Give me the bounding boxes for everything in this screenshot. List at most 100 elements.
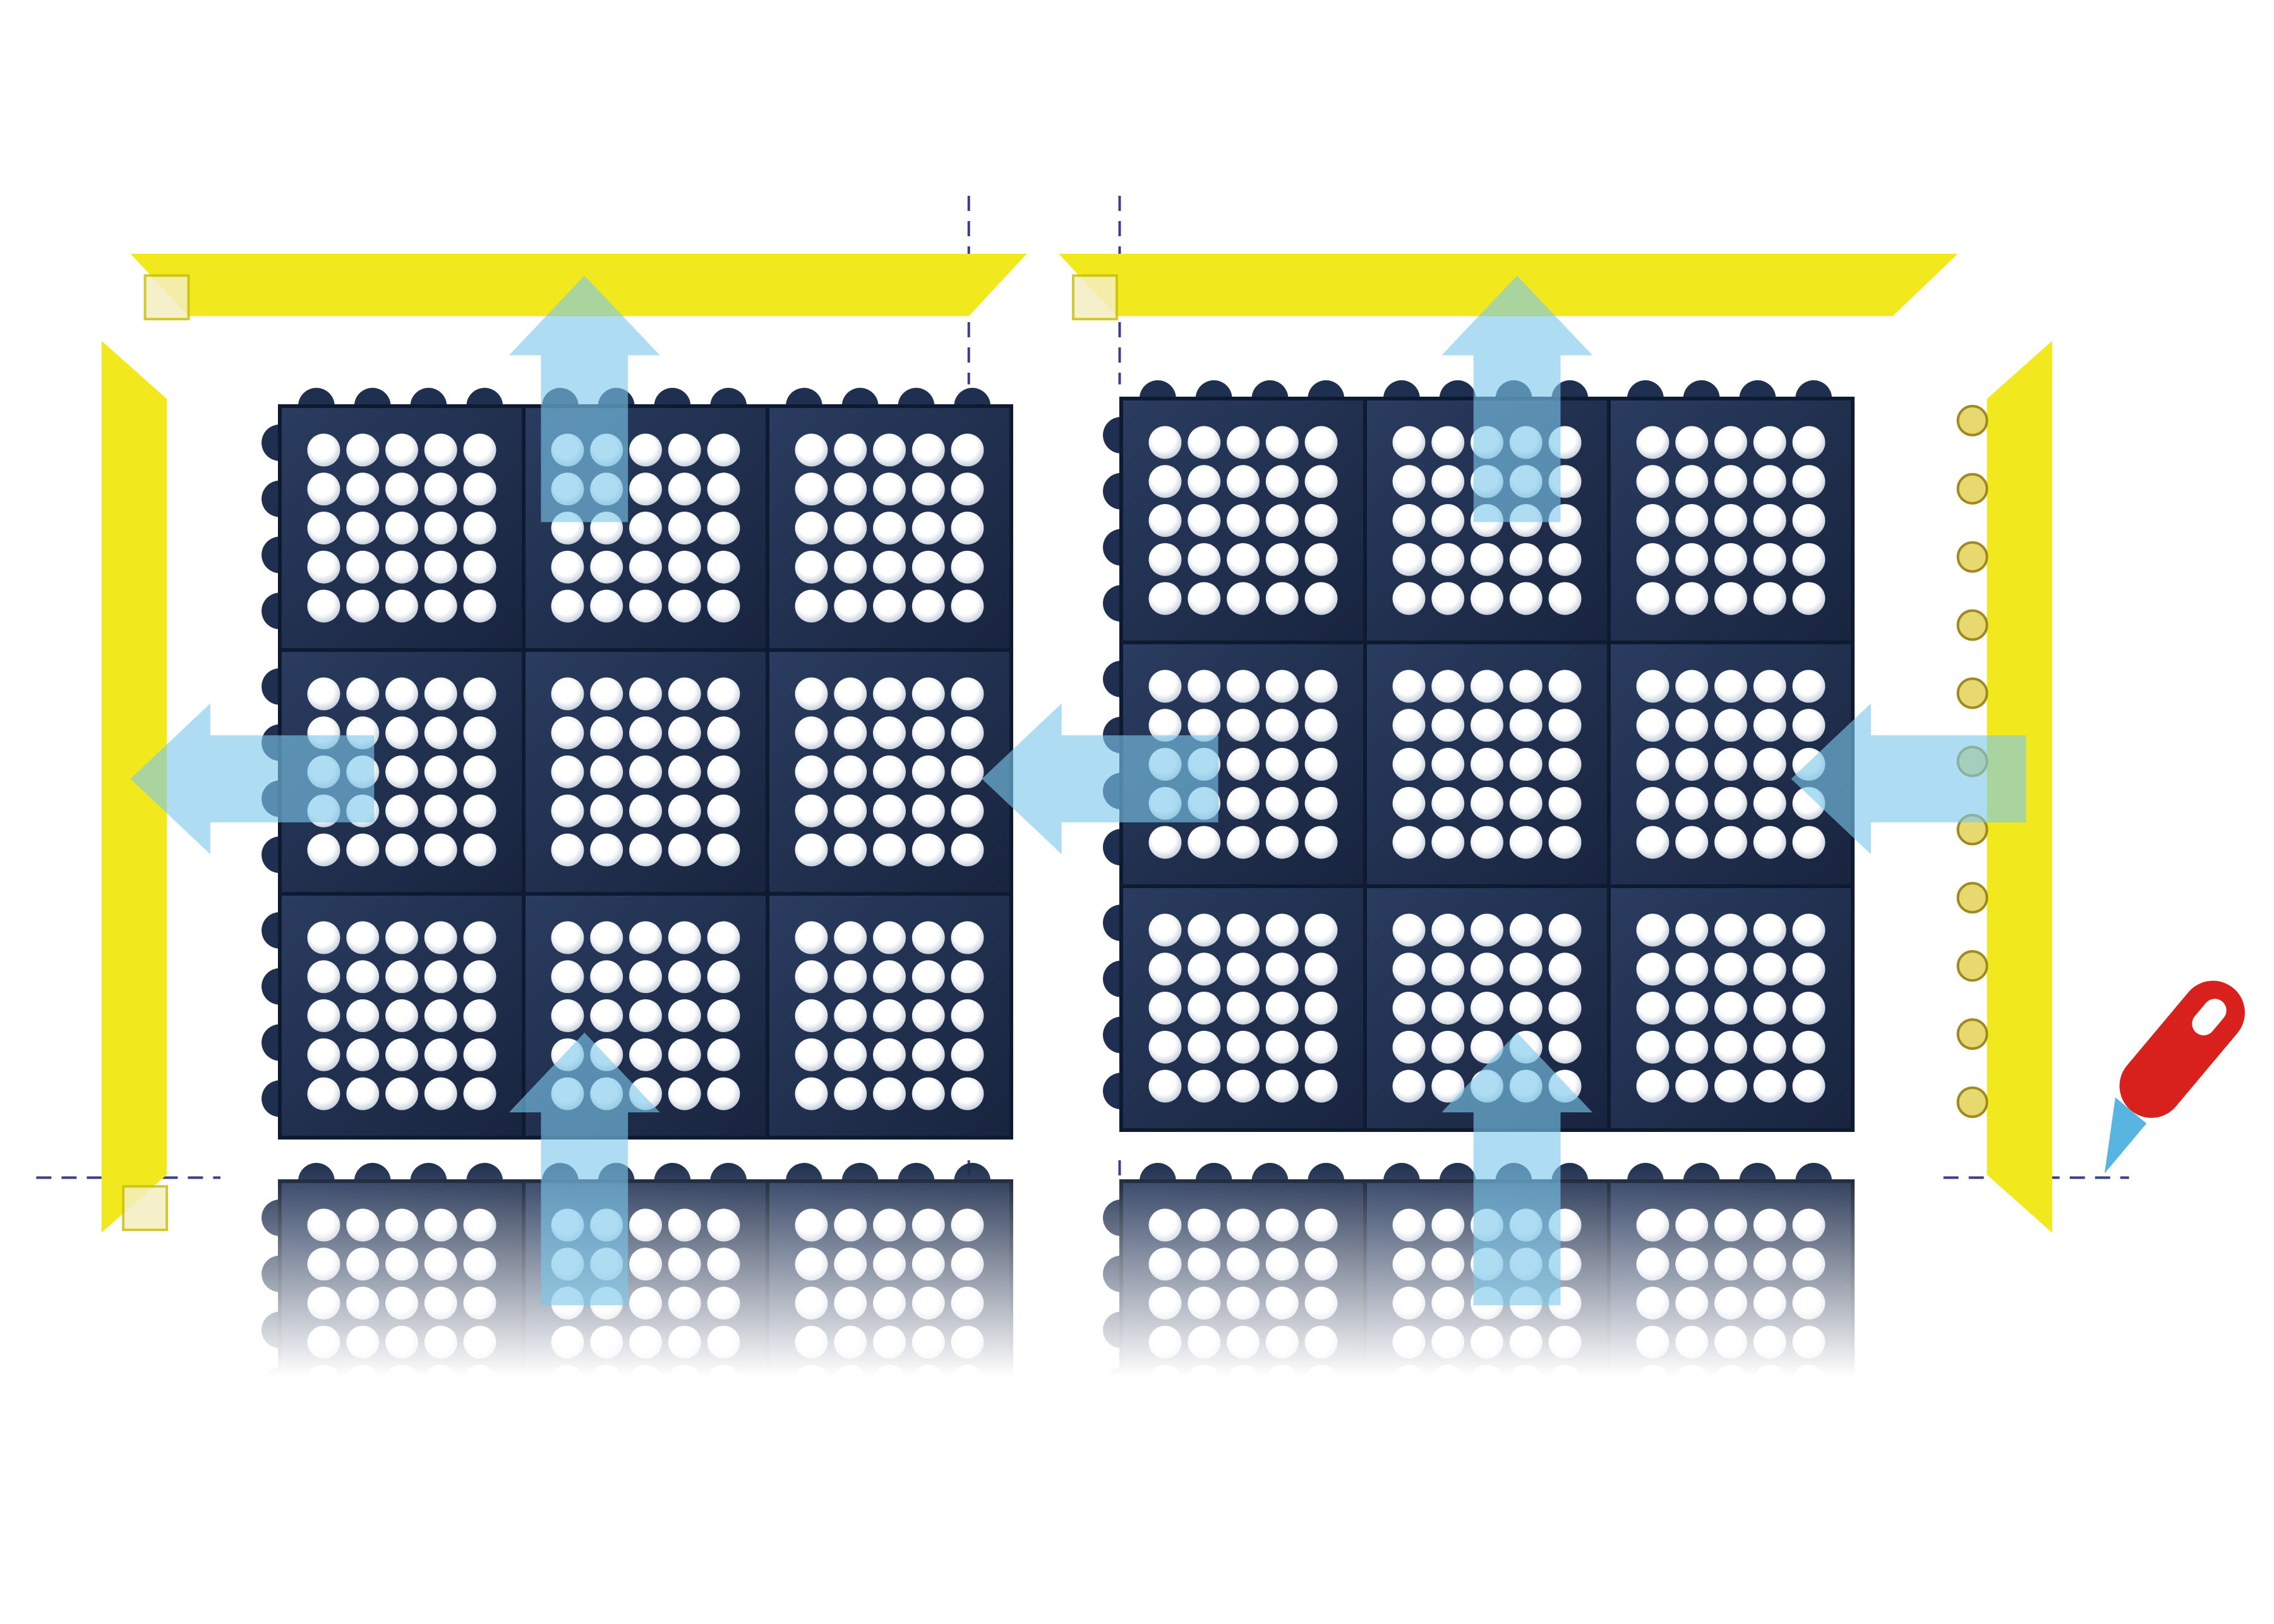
corner-connector <box>1072 274 1118 321</box>
tile-hole <box>307 1325 340 1359</box>
tile-hole <box>951 1038 984 1071</box>
tile-hole <box>1714 953 1747 986</box>
mat-tile <box>766 648 1013 896</box>
tile-hole <box>1509 992 1543 1025</box>
tile-hole <box>629 550 662 584</box>
tile-hole <box>1188 953 1221 986</box>
tile-hole <box>1753 1325 1786 1359</box>
tile-hole <box>346 1287 380 1320</box>
tile-hole <box>911 794 945 827</box>
mat-tile <box>766 1179 1013 1427</box>
tile-hole <box>1265 992 1299 1025</box>
tile-hole <box>1304 953 1338 986</box>
tile-hole <box>1148 426 1182 459</box>
tile-hole <box>1714 786 1747 820</box>
tile-hole <box>1148 504 1182 537</box>
tile-hole <box>668 550 701 584</box>
tile-hole <box>346 1208 380 1242</box>
tile-hole <box>1753 1030 1786 1064</box>
tile-hole <box>951 1325 984 1359</box>
tile-hole <box>951 589 984 623</box>
tile-hole <box>1431 1069 1465 1103</box>
tile-hole <box>424 677 457 711</box>
tile-hole <box>629 512 662 544</box>
tile-hole <box>629 833 662 867</box>
tile-hole <box>307 1077 340 1110</box>
tile-hole <box>795 433 828 467</box>
tile-hole <box>424 512 457 544</box>
tile-hole <box>1227 670 1260 703</box>
tile-hole <box>834 472 867 506</box>
tile-hole <box>1265 504 1299 537</box>
tile-hole <box>668 1364 701 1398</box>
tile-hole <box>1792 826 1826 859</box>
tile-hole <box>1753 953 1786 986</box>
tile-hole <box>668 433 701 467</box>
tile-hole <box>1227 1325 1260 1359</box>
tile-hole <box>1753 913 1786 947</box>
tile-hole <box>873 1248 906 1281</box>
tile-hole <box>1675 748 1709 781</box>
tile-hole <box>1431 582 1465 615</box>
tile-hole <box>873 677 906 711</box>
direction-arrows <box>130 275 2026 1306</box>
arrow-up-icon <box>1441 275 1593 522</box>
tile-hole <box>951 716 984 750</box>
tile-hole <box>951 833 984 867</box>
tile-hole <box>463 512 496 544</box>
tile-hole <box>1265 953 1299 986</box>
tile-hole <box>1471 913 1503 947</box>
tile-hole <box>1304 913 1338 947</box>
tile-hole <box>1509 748 1543 781</box>
tile-hole <box>707 1248 740 1281</box>
tile-hole <box>1304 1248 1338 1281</box>
tile-hole <box>873 755 906 788</box>
mat-tile <box>766 892 1013 1140</box>
tile-hole <box>1304 992 1338 1025</box>
tile-hole <box>911 1038 945 1071</box>
tile-hole <box>1188 1325 1221 1359</box>
tile-hole <box>307 1364 340 1398</box>
tile-hole <box>1714 465 1747 498</box>
arrow-left-icon <box>982 703 1218 855</box>
tile-hole <box>911 1287 945 1320</box>
tile-hole <box>951 433 984 467</box>
tile-hole <box>1675 465 1709 498</box>
tile-hole <box>1227 709 1260 742</box>
tile-hole <box>463 1325 496 1359</box>
tile-hole <box>1792 465 1826 498</box>
tile-hole <box>873 833 906 867</box>
tile-hole <box>1792 1248 1826 1281</box>
tile-hole <box>834 794 867 827</box>
tile-hole <box>424 921 457 954</box>
tile-hole <box>668 472 701 506</box>
tile-hole <box>668 1038 701 1071</box>
tile-hole <box>1636 1069 1669 1103</box>
tile-hole <box>590 1364 623 1398</box>
tile-hole <box>1675 953 1709 986</box>
tile-hole <box>1304 709 1338 742</box>
tile-hole <box>707 921 740 954</box>
tile-hole <box>834 1077 867 1110</box>
tile-hole <box>1188 1069 1221 1103</box>
tile-hole <box>834 755 867 788</box>
tile-hole <box>551 999 584 1032</box>
tile-hole <box>1188 670 1221 703</box>
tile-hole <box>385 677 418 711</box>
tile-hole <box>590 1325 623 1359</box>
tile-hole <box>1548 748 1582 781</box>
tile-hole <box>551 794 584 827</box>
arrow-up-icon <box>1441 1032 1593 1306</box>
tile-hole <box>1148 543 1182 576</box>
tile-hole <box>795 1248 828 1281</box>
tile-hole <box>1792 1208 1826 1242</box>
tile-hole <box>1714 1030 1747 1064</box>
tile-hole <box>1509 826 1543 859</box>
tile-hole <box>1753 582 1786 615</box>
tile-hole <box>1636 826 1669 859</box>
tile-hole <box>1548 992 1582 1025</box>
tile-hole <box>551 1364 584 1398</box>
tile-hole <box>1714 504 1747 537</box>
mat-tile <box>1607 641 1855 888</box>
tile-hole <box>707 1287 740 1320</box>
